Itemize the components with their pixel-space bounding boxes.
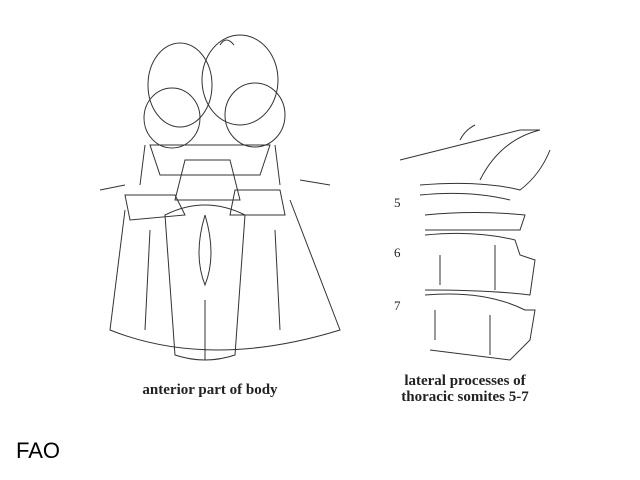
somite-label-6: 6 — [394, 245, 401, 260]
somite-label-5: 5 — [394, 195, 401, 210]
caption-anterior-body: anterior part of body — [142, 382, 278, 398]
fao-logo: FAO — [16, 438, 61, 463]
caption-lateral-processes: lateral processes of thoracic somites 5-… — [370, 373, 560, 405]
caption-line-2: thoracic somites 5-7 — [401, 389, 529, 405]
caption-line-1: lateral processes of — [404, 373, 526, 389]
lateral-processes-drawing — [399, 124, 551, 361]
somite-label-7: 7 — [394, 298, 401, 313]
anterior-body-drawing — [99, 34, 341, 361]
